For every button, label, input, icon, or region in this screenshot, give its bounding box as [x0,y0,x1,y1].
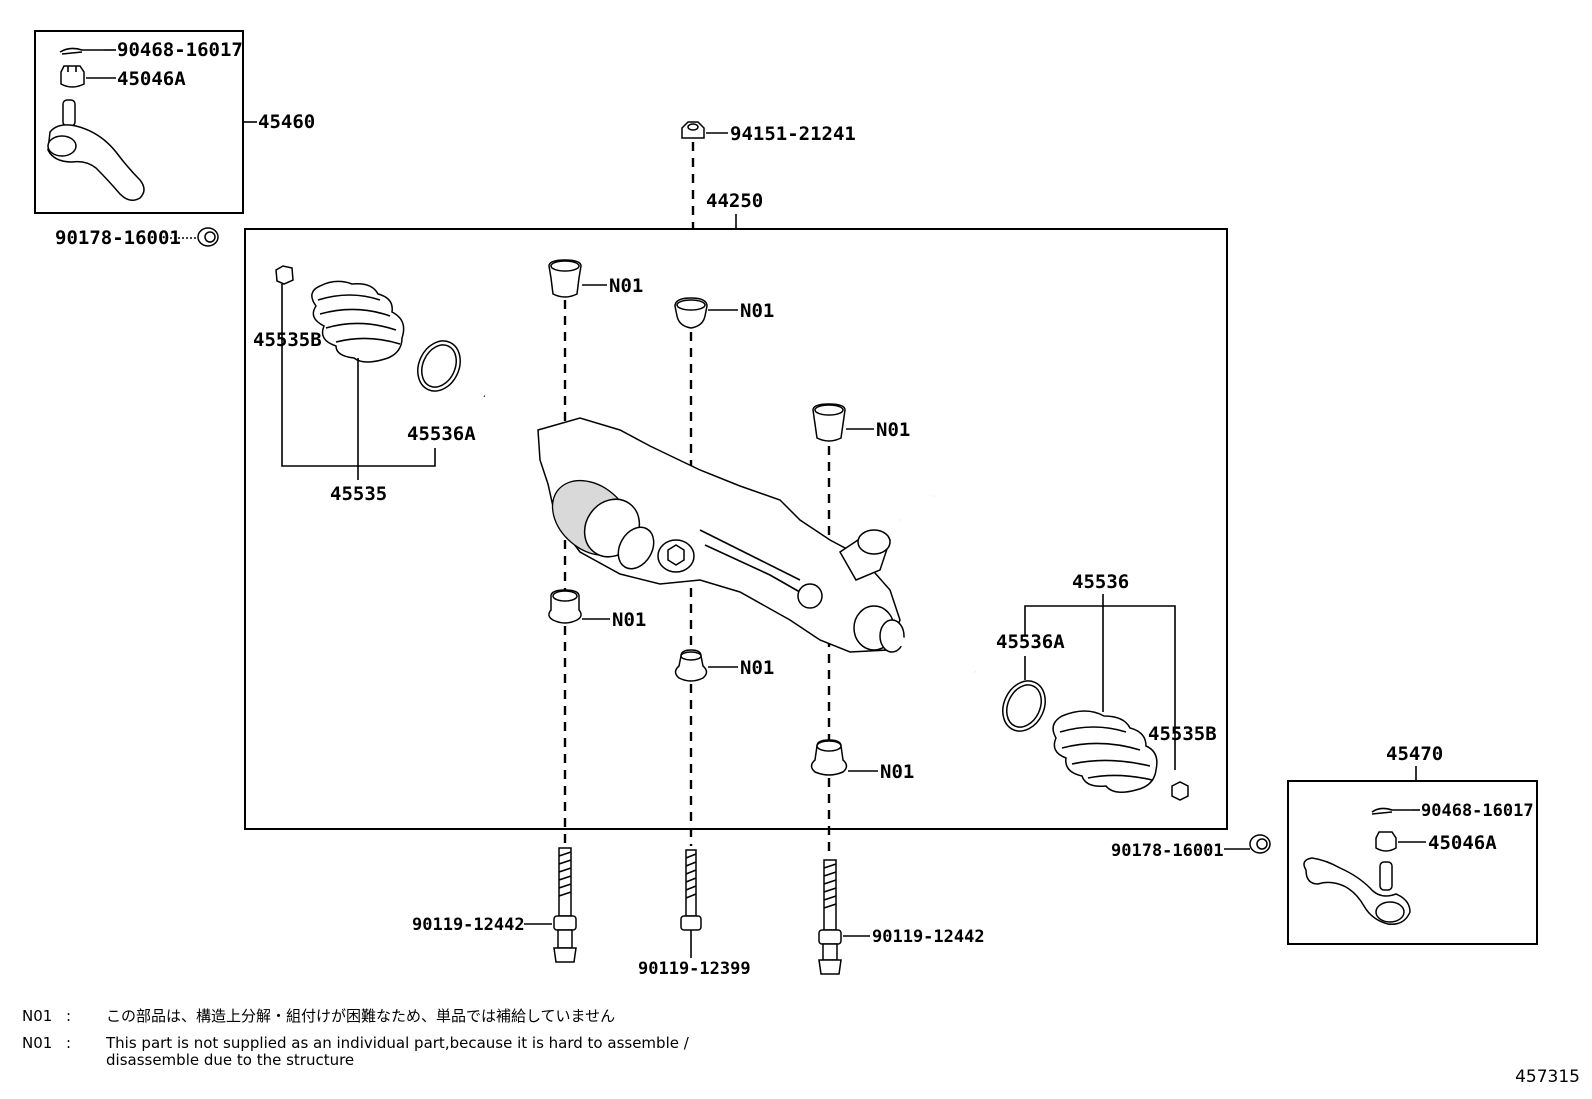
note-key: N01 [22,1034,53,1052]
label-n01-b: N01 [740,300,774,322]
lock-nut-right-icon [1249,834,1271,854]
label-90468-bottom-right: 90468-16017 [1421,801,1534,821]
label-45536A-left: 45536A [407,423,476,445]
label-44250: 44250 [706,190,763,212]
label-45046A-bottom-right: 45046A [1428,832,1497,854]
bolt-90119-middle-icon [680,849,702,958]
label-n01-e: N01 [740,657,774,679]
note-japanese: N01 : この部品は、構造上分解・組付けが困難なため、単品では補給していません [22,1008,762,1025]
bushing-icon [812,403,846,442]
boot-clip-right-icon [1171,781,1189,801]
label-n01-a: N01 [609,275,643,297]
label-90468-top-left: 90468-16017 [117,39,243,61]
castle-nut-icon [60,65,85,88]
note-colon: : [66,1007,72,1025]
tie-rod-end-right-box [1287,780,1538,945]
rack-boot-left-icon [311,280,405,363]
rack-boot-right-icon [1052,710,1158,793]
boot-clamp-right-icon [1002,680,1046,732]
label-n01-c: N01 [876,419,910,441]
bushing-icon [674,649,708,682]
label-n01-f: N01 [880,761,914,783]
label-n01-d: N01 [612,609,646,631]
steering-rack-icon [482,392,977,677]
bolt-90119-right-icon [818,859,842,975]
nut-94151-icon [681,121,705,139]
castle-nut-icon [1375,831,1397,852]
note-text: This part is not supplied as an individu… [106,1034,689,1069]
note-key: N01 [22,1007,53,1025]
tie-rod-end-right-icon [1303,857,1411,925]
label-45460: 45460 [258,111,315,133]
label-45470: 45470 [1386,743,1443,765]
note-text: この部品は、構造上分解・組付けが困難なため、単品では補給していません [106,1007,616,1025]
note-english: N01 : This part is not supplied as an in… [22,1035,762,1071]
bushing-icon [674,297,708,329]
cotter-pin-icon [1371,807,1412,815]
steering-gear-assembly-box [244,228,1228,830]
bushing-icon [548,259,582,298]
bolt-90119-left-icon [553,847,577,963]
cotter-pin-icon [59,47,104,55]
tie-rod-end-left-icon [47,99,145,201]
boot-clip-left-icon [275,265,294,285]
label-45535B-left: 45535B [253,329,322,351]
note-colon: : [66,1034,72,1052]
label-45535B-right: 45535B [1148,723,1217,745]
lock-nut-left-icon [197,227,219,247]
label-45046A-top-left: 45046A [117,68,186,90]
label-45535: 45535 [330,483,387,505]
label-90119-middle: 90119-12399 [638,959,751,979]
bushing-icon [810,739,848,776]
label-90178-bottom-right: 90178-16001 [1111,841,1224,861]
label-45536: 45536 [1072,571,1129,593]
diagram-id: 457315 [1515,1067,1580,1087]
label-94151: 94151-21241 [730,123,856,145]
label-90178-top-left: 90178-16001 [55,227,181,249]
label-90119-left: 90119-12442 [412,915,525,935]
bushing-icon [548,589,582,624]
boot-clamp-left-icon [417,340,461,392]
label-45536A-right: 45536A [996,631,1065,653]
label-90119-right: 90119-12442 [872,927,985,947]
